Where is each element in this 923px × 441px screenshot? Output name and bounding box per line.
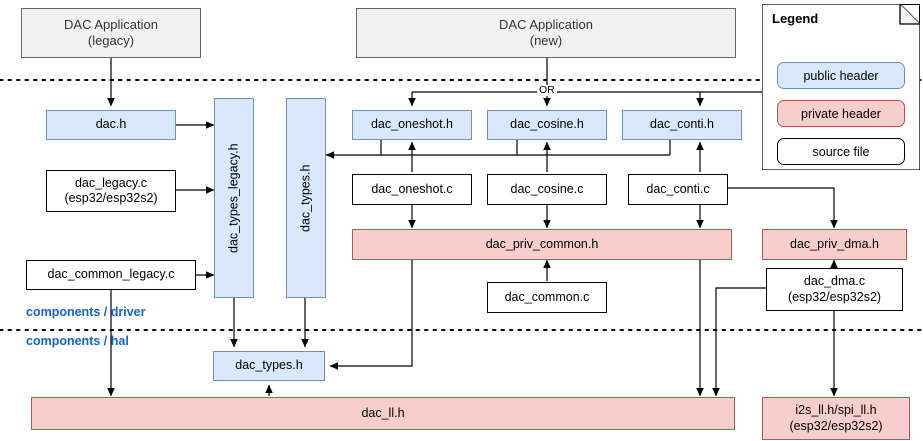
app-legacy-line1: DAC Application bbox=[64, 17, 158, 33]
zone-label-hal: components / hal bbox=[26, 334, 129, 348]
node-dac-cosine-c: dac_cosine.c bbox=[487, 174, 607, 205]
dac-dma-c-line2: (esp32/esp32s2) bbox=[787, 289, 882, 304]
node-dac-common-c: dac_common.c bbox=[487, 282, 607, 313]
node-dac-types-h-hal: dac_types.h bbox=[213, 351, 325, 381]
app-new-line1: DAC Application bbox=[499, 17, 593, 33]
node-dac-priv-dma-h: dac_priv_dma.h bbox=[762, 229, 907, 260]
node-dac-ll-h: dac_ll.h bbox=[31, 397, 735, 430]
app-new-line2: (new) bbox=[529, 33, 563, 48]
or-label: OR bbox=[537, 84, 557, 96]
node-i2s-spi-ll-h: i2s_ll.h/spi_ll.h (esp32/esp32s2) bbox=[762, 397, 910, 440]
dac-legacy-c-line2: (esp32/esp32s2) bbox=[64, 191, 158, 205]
zone-label-driver: components / driver bbox=[26, 305, 146, 319]
node-dac-priv-common-h: dac_priv_common.h bbox=[352, 229, 732, 260]
i2s-spi-ll-h-line2: (esp32/esp32s2) bbox=[789, 418, 883, 433]
legend-chip-public-header: public header bbox=[777, 62, 905, 89]
dac-dma-c-line1: dac_dma.c bbox=[803, 274, 866, 289]
legend-chip-source-file: source file bbox=[777, 138, 905, 165]
dac-legacy-c-line1: dac_legacy.c bbox=[74, 175, 148, 190]
node-dac-common-legacy-c: dac_common_legacy.c bbox=[26, 260, 196, 290]
node-dac-cosine-h: dac_cosine.h bbox=[487, 110, 607, 140]
node-dac-types-h-driver: dac_types.h bbox=[286, 98, 326, 298]
app-box-new: DAC Application (new) bbox=[356, 8, 736, 58]
node-dac-oneshot-h: dac_oneshot.h bbox=[352, 110, 472, 140]
i2s-spi-ll-h-line1: i2s_ll.h/spi_ll.h bbox=[795, 403, 877, 418]
legend-chip-private-header: private header bbox=[777, 100, 905, 127]
node-dac-conti-h: dac_conti.h bbox=[622, 110, 742, 140]
app-legacy-line2: (legacy) bbox=[87, 33, 135, 48]
edge-oneshotc-typeshal bbox=[329, 260, 413, 370]
node-dac-dma-c: dac_dma.c (esp32/esp32s2) bbox=[766, 268, 903, 311]
node-dac-legacy-c: dac_legacy.c (esp32/esp32s2) bbox=[46, 170, 176, 212]
edge-contic-privdma bbox=[728, 187, 838, 229]
app-box-legacy: DAC Application (legacy) bbox=[21, 8, 201, 58]
node-dac-conti-c: dac_conti.c bbox=[628, 174, 728, 205]
legend-title: Legend bbox=[772, 11, 819, 26]
edge-dacdmac-dacll bbox=[712, 287, 766, 397]
node-dac-types-legacy-h: dac_types_legacy.h bbox=[214, 98, 254, 298]
legend-includes-label: includes bbox=[762, 31, 923, 45]
node-dac-h: dac.h bbox=[46, 110, 176, 140]
node-dac-oneshot-c: dac_oneshot.c bbox=[352, 174, 472, 205]
